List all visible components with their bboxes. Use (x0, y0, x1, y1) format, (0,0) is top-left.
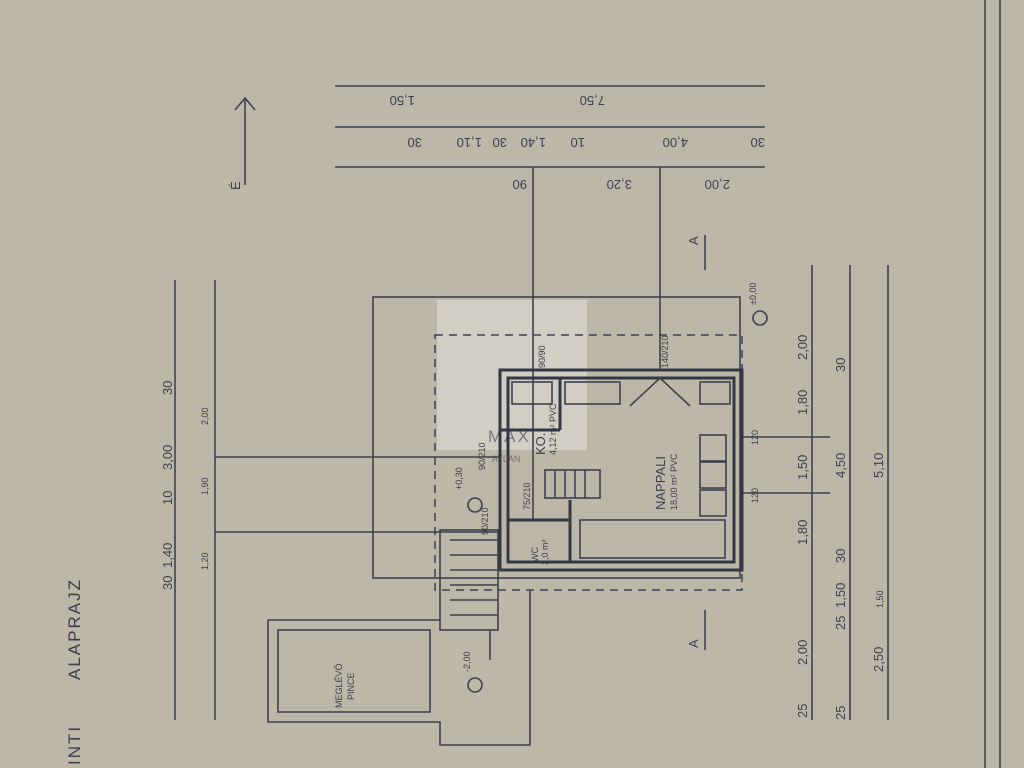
dim: 25 (795, 704, 810, 718)
dim: 25 (833, 706, 848, 720)
watermark-logo: MAX ATLAN (437, 300, 587, 464)
sofa-set (699, 434, 727, 517)
dim: 1,40 (160, 543, 175, 568)
dim: 5,10 (871, 453, 886, 478)
dim: 1,50 (390, 93, 415, 108)
level-marker-icon (467, 497, 483, 513)
dim: 2,50 (871, 647, 886, 672)
svg-text:ATLAN: ATLAN (492, 454, 520, 464)
dim: 1,50 (875, 590, 885, 608)
opening-label: 75/210 (522, 482, 532, 510)
north-label: É (228, 181, 243, 190)
dim: 30 (160, 576, 175, 590)
opening-label: 90/210 (477, 442, 487, 470)
room-name-wc: WC (530, 547, 540, 562)
dim: 1,10 (457, 135, 482, 150)
dim: 1,50 (795, 455, 810, 480)
house-walls (498, 368, 744, 572)
dim: 1,20 (200, 552, 210, 570)
room-name-kitchen: KO. (533, 433, 548, 455)
opening-label: 120 (750, 430, 760, 445)
dim: 2,00 (795, 335, 810, 360)
dim: 90 (513, 177, 527, 192)
dim: 1,40 (521, 135, 546, 150)
room-area-living: 18,00 m² PVC (669, 453, 679, 510)
room-name-cellar-2: PINCE (346, 672, 356, 700)
dim: 2,00 (200, 407, 210, 425)
room-area-kitchen: 4,12 m² PVC (548, 403, 558, 455)
dim: 3,00 (160, 445, 175, 470)
dim: 30 (751, 135, 765, 150)
level-marker-icon (467, 677, 483, 693)
room-name-living: NAPPALI (653, 456, 668, 510)
opening-label: 90/210 (480, 507, 490, 535)
edge-text: INTI (65, 725, 84, 765)
dim: 2,00 (795, 640, 810, 665)
opening-label: 90/90 (537, 345, 547, 368)
dim: 10 (160, 491, 175, 505)
room-name-cellar: MEGLÉVŐ (334, 663, 344, 708)
section-marker: A (686, 639, 701, 648)
dim: 30 (160, 381, 175, 395)
staircase (544, 469, 601, 499)
door-swing (629, 376, 691, 407)
terrace-outline (372, 296, 741, 579)
level-marker-icon (752, 310, 768, 326)
drawing-title: ALAPRAJZ (65, 578, 84, 680)
level-inner: +0,30 (454, 467, 464, 490)
dim: 25 (833, 616, 848, 630)
level-cellar: -2,00 (462, 651, 472, 672)
dim: 1,50 (833, 583, 848, 608)
dim: 4,00 (663, 135, 688, 150)
dim: 1,90 (200, 477, 210, 495)
dim: 1,80 (795, 520, 810, 545)
dim: 7,50 (580, 93, 605, 108)
dim: 30 (833, 549, 848, 563)
room-area-wc: 2,0 m² (540, 539, 550, 565)
dim: 30 (493, 135, 507, 150)
dim: 4,50 (833, 453, 848, 478)
dim: 3,20 (607, 177, 632, 192)
entry-stairs (439, 529, 499, 631)
opening-label: 120 (750, 488, 760, 503)
cellar-outline (267, 590, 531, 746)
dim: 2,00 (705, 177, 730, 192)
section-marker: A (686, 236, 701, 245)
north-arrow-icon (234, 96, 256, 185)
opening-label: 140/210 (660, 335, 670, 368)
dim: 10 (571, 135, 585, 150)
dim: 30 (833, 358, 848, 372)
dim: 1,80 (795, 390, 810, 415)
dim: 30 (408, 135, 422, 150)
level-entry: ±0,00 (748, 283, 758, 305)
